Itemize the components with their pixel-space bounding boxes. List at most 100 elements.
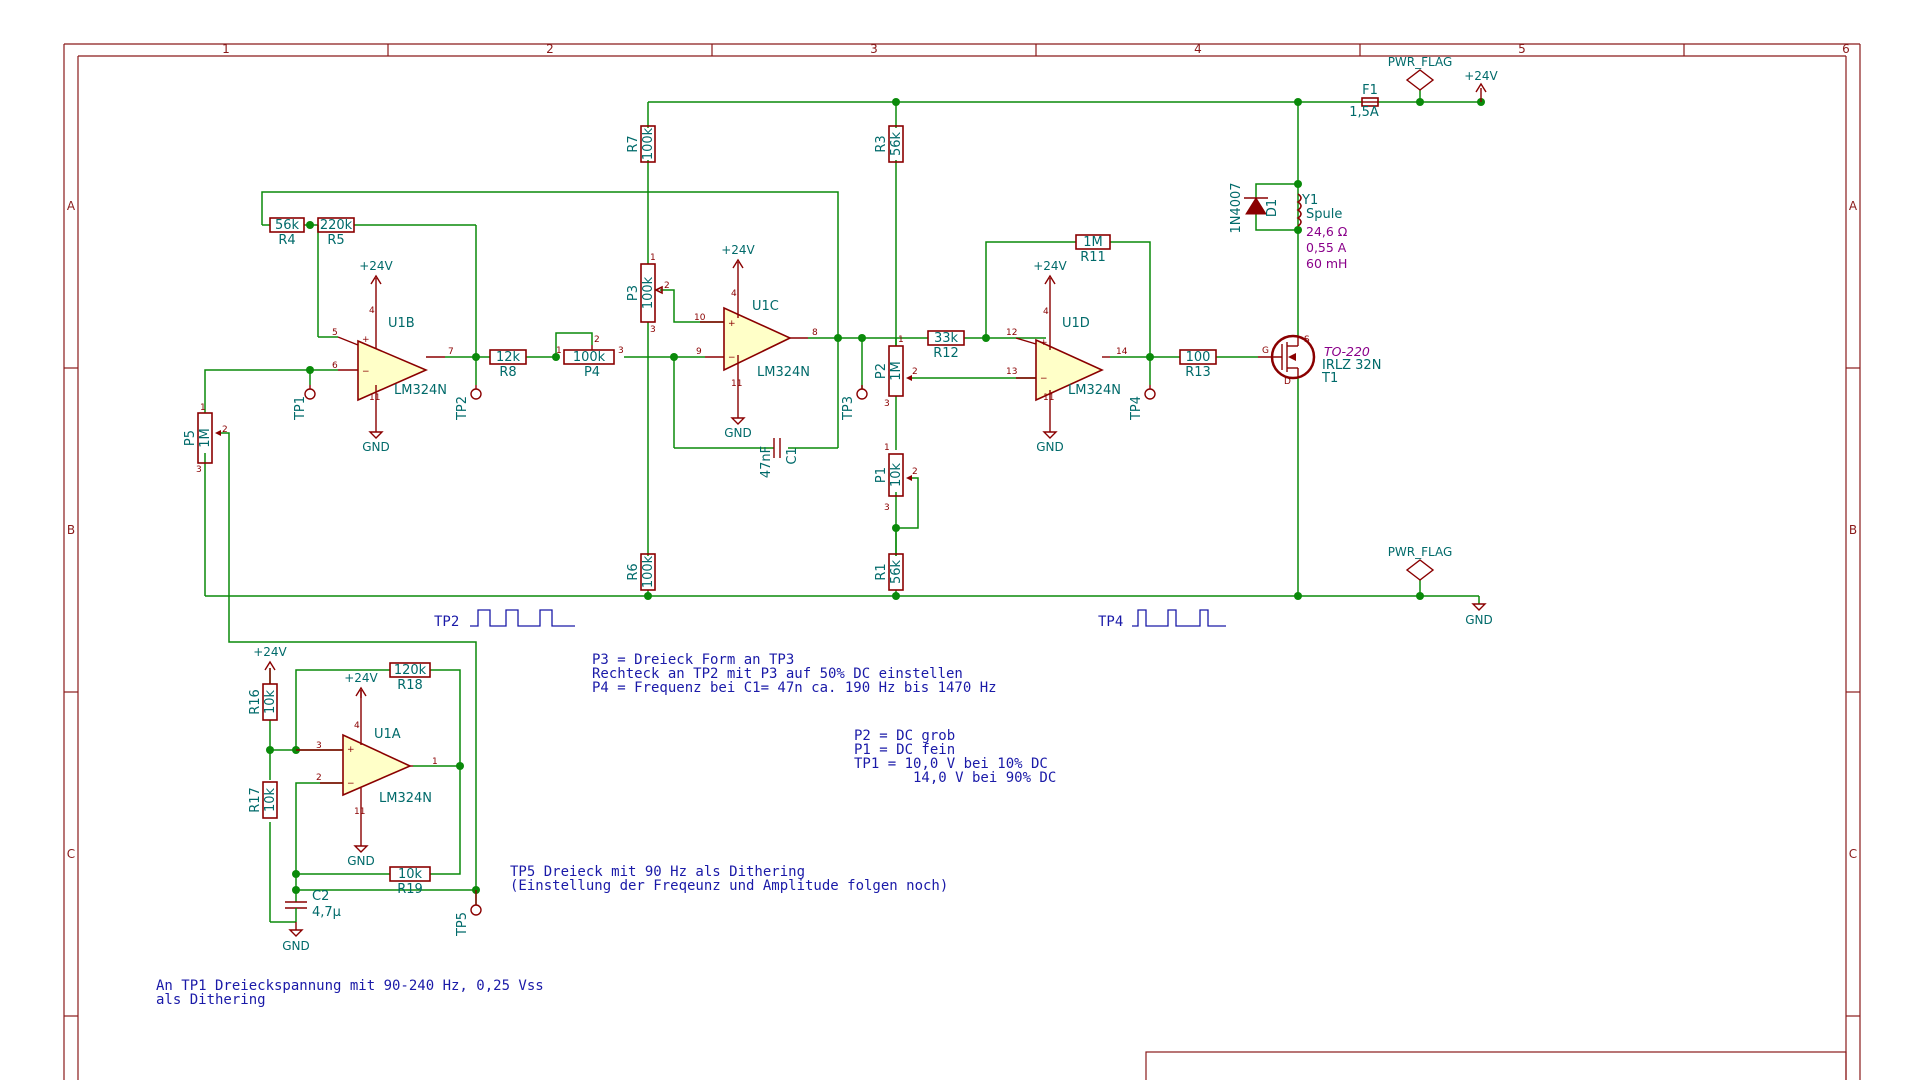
gnd-symbol-u1c: GND [724,410,752,440]
svg-text:13: 13 [1006,367,1017,377]
note-line: 14,0 V bei 90% DC [854,770,1056,786]
opamp-u1b[interactable]: + − 5 6 7 4 11 U1B LM324N [332,306,454,424]
capacitor-c2[interactable]: C2 4,7µ [285,889,341,922]
resistor-r17[interactable]: 10k R17 [248,781,278,819]
pwr-flag-top: PWR_FLAG [1388,55,1452,91]
resistor-r11[interactable]: 1M R11 [1075,234,1111,265]
svg-text:2: 2 [316,773,322,783]
svg-text:4: 4 [369,306,375,316]
y1-value: Spule [1306,207,1342,222]
junction [306,366,314,374]
r8-value: 12k [496,350,521,365]
potentiometer-p4[interactable]: 1 2 3 100k P4 [556,335,624,380]
r13-value: 100 [1186,350,1211,365]
resistor-r5[interactable]: 220k R5 [317,217,355,248]
junction [292,886,300,894]
resistor-r18[interactable]: 120k R18 [389,662,431,693]
resistor-r16[interactable]: 10k R16 [248,683,278,721]
tp1-label: TP1 [293,396,308,421]
svg-text:3: 3 [884,399,890,409]
svg-text:+: + [347,745,355,755]
gnd-symbol-main: GND [1465,603,1493,627]
r3-ref: R3 [874,135,889,152]
gnd-symbol-u1b: GND [362,424,390,454]
potentiometer-p1[interactable]: 1 2 3 10k P1 [874,443,918,513]
u1c-ref: U1C [752,299,779,314]
potentiometer-p5[interactable]: 1 2 3 1M P5 [183,403,228,475]
svg-text:−: − [728,353,736,363]
note-line: (Einstellung der Freqeunz und Amplitude … [510,878,948,894]
potentiometer-p2[interactable]: 1 2 3 1M P2 [874,335,918,409]
p1-ref: P1 [874,467,889,483]
r18-ref: R18 [397,678,423,693]
gnd-symbol-u1d: GND [1036,428,1064,454]
r6-ref: R6 [626,563,641,580]
svg-text:1: 1 [432,757,438,767]
svg-text:+: + [1040,338,1048,348]
gnd-label: GND [1465,613,1493,627]
testpoint-tp4[interactable]: TP4 [1129,385,1156,421]
gnd-symbol-u1a: GND [347,840,375,868]
testpoint-tp5[interactable]: TP5 [455,890,482,937]
svg-text:3: 3 [650,325,656,335]
opamp-u1d[interactable]: + − 12 13 14 4 11 U1D LM324N [1006,282,1128,428]
resistor-r7[interactable]: 100k R7 [626,125,656,163]
note-block-tp5: TP5 Dreieck mit 90 Hz als Dithering (Ein… [510,864,948,894]
potentiometer-p3[interactable]: 1 2 3 100k P3 [626,253,670,335]
wires [204,90,1481,923]
r4-value: 56k [275,218,300,233]
u1a-ref: U1A [374,727,401,742]
resistor-r19[interactable]: 10k R19 [389,866,431,897]
mosfet-t1[interactable]: G S D TO-220 IRLZ 32N T1 [1258,334,1381,387]
junction [1294,592,1302,600]
frame-row-b-right: B [1849,523,1857,537]
gnd-label: GND [362,440,390,454]
r5-ref: R5 [327,233,344,248]
waveform-tp4-label: TP4 [1098,614,1123,630]
fuse-f1[interactable]: F1 1,5A [1349,83,1379,120]
svg-text:8: 8 [812,328,818,338]
gnd-label: GND [282,939,310,953]
c1-ref: C1 [785,447,800,464]
resistor-r3[interactable]: 56k R3 [874,125,904,163]
resistor-r8[interactable]: 12k R8 [489,349,527,380]
p4-value: 100k [573,350,606,365]
testpoint-tp1[interactable]: TP1 [293,385,316,421]
note-line: TP5 Dreieck mit 90 Hz als Dithering [510,864,805,880]
diode-d1[interactable]: D1 1N4007 [1229,182,1280,233]
c1-value: 47nF [759,446,774,478]
t1-value: IRLZ 32N [1322,358,1381,373]
vcc-label: +24V [1033,259,1067,273]
coil-y1[interactable]: Y1 Spule 24,6 Ω 0,55 A 60 mH [1296,193,1348,271]
resistor-r13[interactable]: 100 R13 [1179,349,1217,380]
r18-value: 120k [394,663,427,678]
svg-text:−: − [347,779,355,789]
vcc-symbol-r16: +24V [253,645,288,684]
r13-ref: R13 [1185,365,1211,380]
capacitor-c1[interactable]: C1 47nF [759,438,800,478]
p4-ref: P4 [584,365,600,380]
resistor-r6[interactable]: 100k R6 [626,553,656,591]
note-block-oscillator: P3 = Dreieck Form an TP3 Rechteck an TP2… [592,652,997,696]
svg-text:−: − [362,367,370,377]
r12-value: 33k [934,331,959,346]
r8-ref: R8 [499,365,516,380]
resistor-r1[interactable]: 56k R1 [874,553,904,591]
junction [892,98,900,106]
svg-text:9: 9 [696,347,702,357]
opamp-u1a[interactable]: + − 3 2 1 4 11 U1A LM324N [296,690,438,840]
svg-text:4: 4 [1043,307,1049,317]
svg-text:3: 3 [884,503,890,513]
resistor-r12[interactable]: 33k R12 [927,330,965,361]
junction [858,334,866,342]
svg-text:12: 12 [1006,328,1017,338]
opamp-u1c[interactable]: + − 10 9 8 4 11 U1C LM324N [694,282,818,410]
testpoint-tp3[interactable]: TP3 [841,385,868,421]
svg-text:−: − [1040,374,1048,384]
testpoint-tp2[interactable]: TP2 [455,385,482,421]
note-line: Rechteck an TP2 mit P3 auf 50% DC einste… [592,666,963,682]
junction [1146,353,1154,361]
u1b-ref: U1B [388,316,415,331]
u1d-ref: U1D [1062,316,1090,331]
resistor-r4[interactable]: 56k R4 [269,217,305,248]
